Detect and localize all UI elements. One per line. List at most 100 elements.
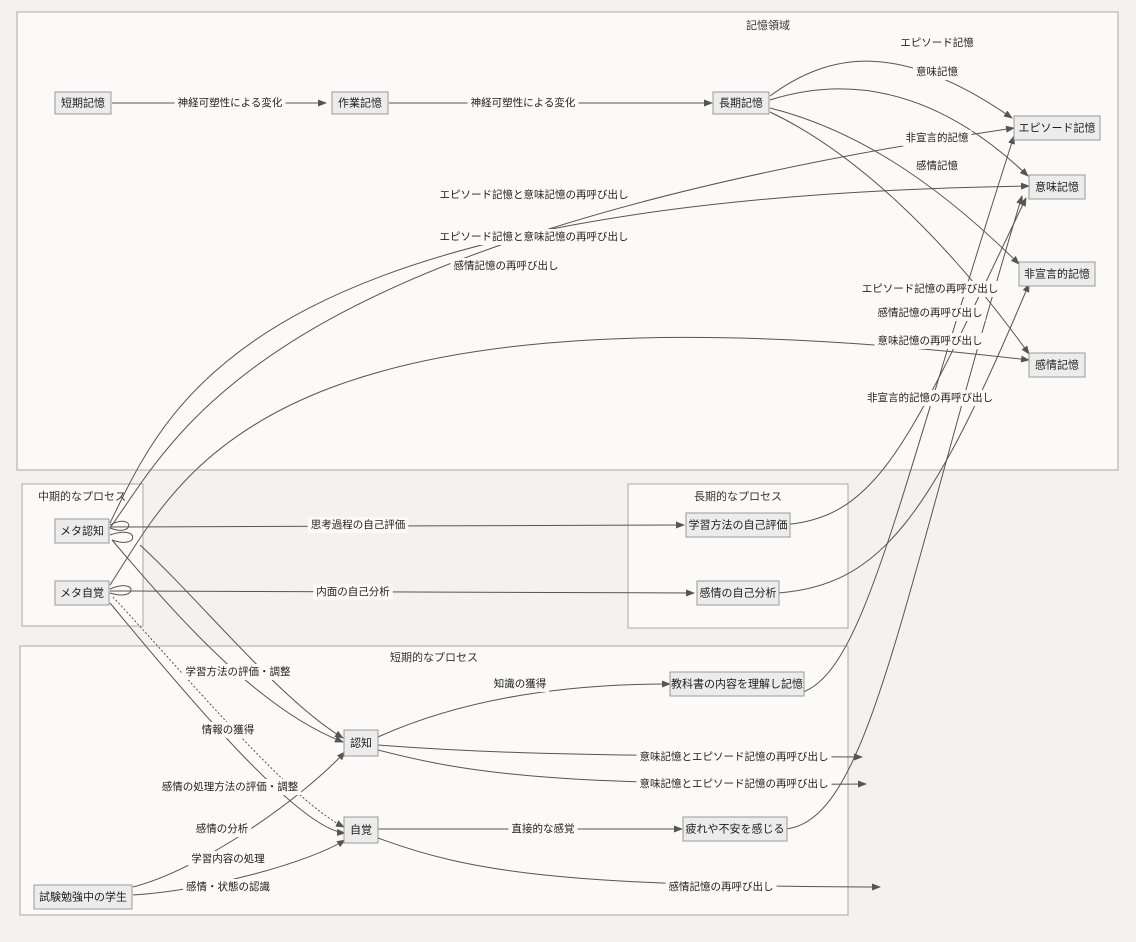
node-label-episodic: エピソード記憶 bbox=[1019, 121, 1096, 135]
edge-label-e9: 感情記憶の再呼び出し bbox=[454, 259, 559, 272]
edge-label-group-e8: エピソード記憶と意味記憶の再呼び出し bbox=[436, 229, 632, 245]
edge-label-group-e16: 学習方法の評価・調整 bbox=[182, 664, 294, 680]
node-semantic[interactable]: 意味記憶 bbox=[1028, 174, 1086, 200]
node-rect-metaaware[interactable] bbox=[54, 580, 110, 606]
node-emoanal[interactable]: 感情の自己分析 bbox=[696, 580, 780, 606]
edge-e7 bbox=[109, 182, 1030, 524]
node-metacog[interactable]: メタ認知 bbox=[54, 518, 110, 544]
edge-e16 bbox=[139, 544, 344, 739]
edge-label-e23: 意味記憶とエピソード記憶の再呼び出し bbox=[640, 750, 829, 763]
edge-label-group-e14: 思考過程の自己評価 bbox=[307, 517, 409, 533]
edge-label-group-e24: 意味記憶とエピソード記憶の再呼び出し bbox=[636, 776, 832, 792]
node-awareness[interactable]: 自覚 bbox=[343, 816, 379, 844]
node-rect-stm[interactable] bbox=[54, 91, 112, 115]
edge-label-e12: 意味記憶の再呼び出し bbox=[878, 334, 983, 347]
node-label-metacog: メタ認知 bbox=[60, 524, 104, 538]
edge-label-e21: 感情・状態の認識 bbox=[186, 880, 270, 893]
node-ltm[interactable]: 長期記憶 bbox=[712, 91, 770, 115]
edge-e6 bbox=[769, 111, 1030, 355]
edge-label-e16: 学習方法の評価・調整 bbox=[186, 665, 291, 678]
node-wm[interactable]: 作業記憶 bbox=[331, 91, 389, 115]
node-rect-wm[interactable] bbox=[331, 91, 389, 115]
node-stm[interactable]: 短期記憶 bbox=[54, 91, 112, 115]
node-rect-cognition[interactable] bbox=[343, 729, 379, 757]
edge-label-group-e20: 学習内容の処理 bbox=[188, 851, 268, 867]
edge-label-e26: 感情記憶の再呼び出し bbox=[669, 880, 774, 893]
node-label-studyeval: 学習方法の自己評価 bbox=[689, 518, 788, 532]
edge-label-bg-e17 bbox=[198, 722, 258, 738]
edge-label-bg-e21 bbox=[183, 879, 273, 895]
self-loops-layer bbox=[109, 520, 134, 596]
edge-label-group-e1: 神経可塑性による変化 bbox=[174, 95, 286, 111]
edge-e3 bbox=[769, 60, 1013, 119]
edge-e22 bbox=[377, 680, 671, 738]
edge-label-bg-e4 bbox=[913, 64, 961, 80]
edge-e15 bbox=[109, 589, 695, 597]
node-cognition[interactable]: 認知 bbox=[343, 729, 379, 757]
node-metaaware[interactable]: メタ自覚 bbox=[54, 580, 110, 606]
node-episodic[interactable]: エピソード記憶 bbox=[1013, 115, 1101, 141]
edge-label-bg-e16 bbox=[182, 664, 294, 680]
edge-label-group-e25: 直接的な感覚 bbox=[508, 821, 578, 837]
edge-label-bg-e6 bbox=[913, 158, 961, 174]
node-student[interactable]: 試験勉強中の学生 bbox=[33, 884, 133, 910]
cluster-title-longterm: 長期的なプロセス bbox=[694, 489, 782, 503]
node-rect-textbook[interactable] bbox=[669, 671, 805, 697]
node-label-wm: 作業記憶 bbox=[338, 96, 382, 110]
node-fatigue[interactable]: 疲れや不安を感じる bbox=[682, 816, 788, 842]
node-rect-student[interactable] bbox=[33, 884, 133, 910]
cluster-title-midterm: 中期的なプロセス bbox=[38, 489, 126, 503]
edge-e17 bbox=[111, 539, 344, 743]
node-label-stm: 短期記憶 bbox=[61, 96, 105, 110]
edge-label-bg-e24 bbox=[636, 776, 832, 792]
node-rect-nondecl[interactable] bbox=[1018, 261, 1096, 287]
edge-label-e6: 感情記憶 bbox=[916, 159, 958, 172]
edge-label-e18: 感情の処理方法の評価・調整 bbox=[162, 780, 299, 793]
cluster-title-shortterm: 短期的なプロセス bbox=[390, 650, 478, 664]
node-rect-emotional[interactable] bbox=[1028, 352, 1086, 378]
edge-label-group-e22: 知識の獲得 bbox=[490, 676, 550, 692]
cluster-longterm: 長期的なプロセス bbox=[627, 483, 849, 629]
edge-label-bg-e20 bbox=[188, 851, 268, 867]
edge-label-bg-e13 bbox=[864, 390, 996, 406]
edge-label-e22: 知識の獲得 bbox=[494, 677, 547, 690]
edge-label-bg-e5 bbox=[902, 130, 972, 146]
edge-label-group-e18: 感情の処理方法の評価・調整 bbox=[158, 779, 302, 795]
node-rect-studyeval[interactable] bbox=[685, 512, 791, 538]
edge-label-e15: 内面の自己分析 bbox=[316, 585, 390, 598]
node-studyeval[interactable]: 学習方法の自己評価 bbox=[685, 512, 791, 538]
edge-label-group-e12: 意味記憶の再呼び出し bbox=[874, 333, 986, 349]
edge-label-e4: 意味記憶 bbox=[916, 65, 958, 78]
edge-label-bg-e15 bbox=[313, 584, 393, 600]
edge-label-e2: 神経可塑性による変化 bbox=[471, 96, 576, 109]
edge-label-e11: 感情記憶の再呼び出し bbox=[878, 306, 983, 319]
node-rect-ltm[interactable] bbox=[712, 91, 770, 115]
node-rect-emoanal[interactable] bbox=[696, 580, 780, 606]
edge-label-e14: 思考過程の自己評価 bbox=[311, 518, 406, 531]
node-nondecl[interactable]: 非宣言的記憶 bbox=[1018, 261, 1096, 287]
edge-label-group-e5: 非宣言的記憶 bbox=[902, 130, 972, 146]
edge-label-bg-e10 bbox=[858, 281, 1002, 297]
edge-label-e7: エピソード記憶と意味記憶の再呼び出し bbox=[440, 188, 629, 201]
node-textbook[interactable]: 教科書の内容を理解し記憶 bbox=[669, 671, 805, 697]
self-loop-s3 bbox=[109, 585, 132, 596]
edge-label-bg-e19 bbox=[192, 821, 252, 837]
node-rect-episodic[interactable] bbox=[1013, 115, 1101, 141]
edge-label-group-e19: 感情の分析 bbox=[192, 821, 252, 837]
node-rect-metacog[interactable] bbox=[54, 518, 110, 544]
cluster-rect-longterm bbox=[627, 483, 849, 629]
node-rect-semantic[interactable] bbox=[1028, 174, 1086, 200]
cluster-title-memory: 記憶領域 bbox=[746, 18, 790, 32]
edge-e4 bbox=[769, 88, 1029, 177]
edge-label-e3: エピソード記憶 bbox=[900, 36, 974, 49]
edge-label-e25: 直接的な感覚 bbox=[512, 822, 575, 835]
node-label-metaaware: メタ自覚 bbox=[60, 587, 104, 600]
edge-label-bg-e1 bbox=[174, 95, 286, 111]
node-emotional[interactable]: 感情記憶 bbox=[1028, 352, 1086, 378]
node-rect-awareness[interactable] bbox=[343, 816, 379, 844]
node-rect-fatigue[interactable] bbox=[682, 816, 788, 842]
edge-label-group-e23: 意味記憶とエピソード記憶の再呼び出し bbox=[636, 749, 832, 765]
edge-label-e8: エピソード記憶と意味記憶の再呼び出し bbox=[440, 230, 629, 243]
edge-e11 bbox=[785, 195, 1024, 830]
edge-label-bg-e18 bbox=[158, 779, 302, 795]
